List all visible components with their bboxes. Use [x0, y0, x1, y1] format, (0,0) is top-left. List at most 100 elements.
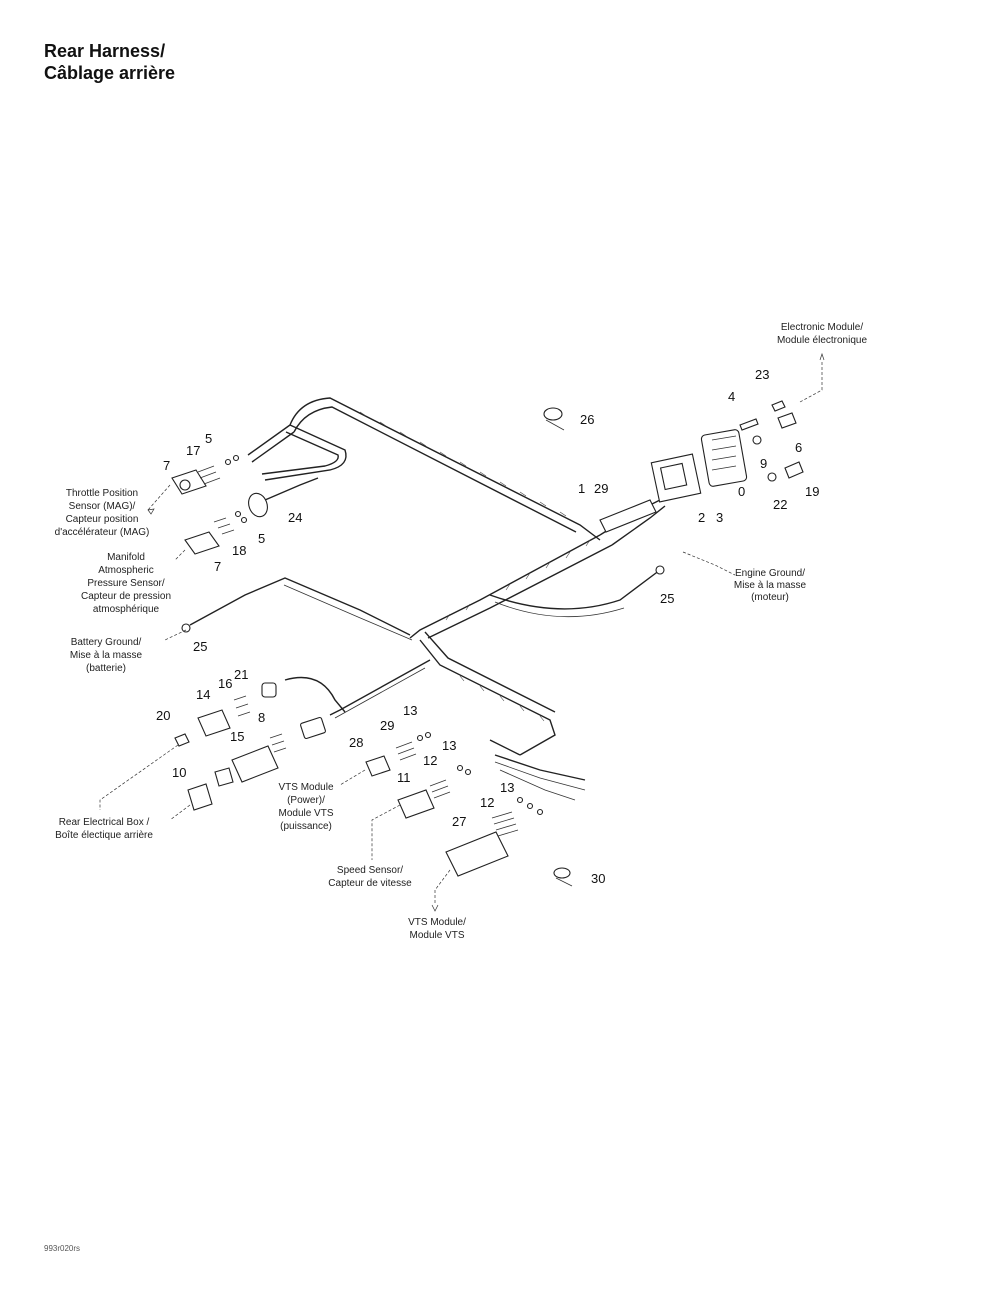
label-line: (batterie): [86, 663, 126, 674]
callout-6-right: 6: [795, 440, 802, 455]
callout-9: 9: [760, 456, 767, 471]
label-line: Rear Electrical Box /: [59, 817, 150, 828]
callout-0: 0: [738, 484, 745, 499]
label-line: atmosphérique: [93, 604, 160, 615]
callout-3: 3: [716, 510, 723, 525]
leader-lines: [99, 352, 825, 912]
terminals-29: [395, 741, 417, 761]
label-line: Capteur de pression: [81, 591, 171, 602]
label-line: Module VTS: [409, 930, 464, 941]
callout-8: 8: [258, 710, 265, 725]
callout-10: 10: [172, 765, 186, 780]
seal-22: [767, 472, 777, 482]
seal-9: [752, 435, 762, 445]
callout-24: 24: [288, 510, 302, 525]
terminals-17: [197, 465, 221, 485]
harness-main-trunk: [189, 397, 666, 801]
callout-12-b: 12: [480, 795, 494, 810]
callout-16: 16: [218, 676, 232, 691]
harness-tape-texture: [359, 411, 591, 722]
connector-19: [784, 461, 804, 479]
label-line: Capteur de vitesse: [328, 878, 412, 889]
callout-18: 18: [232, 543, 246, 558]
callout-7-bottom: 7: [214, 559, 221, 574]
label-line: Electronic Module/: [781, 322, 863, 333]
callout-28: 28: [349, 735, 363, 750]
connector-2-3: [650, 453, 702, 503]
label-rear-electrical-box: Rear Electrical Box / Boîte électique ar…: [55, 817, 153, 841]
housing-15: [231, 745, 279, 783]
callout-5-bottom: 5: [258, 531, 265, 546]
callout-26: 26: [580, 412, 594, 427]
callout-2: 2: [698, 510, 705, 525]
callout-13-c: 13: [500, 780, 514, 795]
label-line: (puissance): [280, 821, 332, 832]
terminals-16: [233, 695, 251, 717]
label-speed-sensor: Speed Sensor/ Capteur de vitesse: [328, 865, 412, 889]
label-throttle-sensor: Throttle Position Sensor (MAG)/ Capteur …: [55, 488, 150, 538]
callout-1: 1: [578, 481, 585, 496]
label-line: Throttle Position: [66, 488, 138, 499]
seals-13-c: [516, 796, 544, 816]
label-electronic-module: Electronic Module/ Module électronique: [777, 322, 867, 346]
figure-code: 993r020rs: [44, 1244, 81, 1253]
label-line: Engine Ground/: [735, 568, 805, 579]
label-line: Module électronique: [777, 335, 867, 346]
callout-5-top: 5: [205, 431, 212, 446]
terminals-18: [213, 517, 235, 535]
connector-8: [269, 733, 287, 753]
callout-14: 14: [196, 687, 210, 702]
label-line: Boîte électique arrière: [55, 830, 153, 841]
callout-4: 4: [728, 389, 735, 404]
manifold-sensor-connector-7: [184, 531, 220, 555]
cable-tie-26: [543, 407, 565, 431]
callout-27: 27: [452, 814, 466, 829]
bracket-10: [187, 783, 213, 811]
cable-tie-30: [553, 867, 573, 887]
housing-27: [445, 831, 509, 877]
electronic-module-cover: [700, 429, 748, 487]
terminal-23: [771, 400, 786, 412]
callout-12-a: 12: [423, 753, 437, 768]
housing-14: [197, 709, 231, 737]
callout-20: 20: [156, 708, 170, 723]
title-line-french: Câblage arrière: [44, 63, 176, 83]
label-vts-module: VTS Module/ Module VTS: [408, 917, 466, 941]
label-battery-ground: Battery Ground/ Mise à la masse (batteri…: [70, 637, 143, 674]
grommet-21: [261, 682, 277, 698]
callout-numbers: 1 29 2 3 4 23 9 6 22 19 26 0 5 17 7 24 5…: [156, 367, 819, 886]
bracket-box: [214, 767, 234, 787]
callout-29-bottom: 29: [380, 718, 394, 733]
label-line: Battery Ground/: [71, 637, 142, 648]
sleeve-29: [599, 499, 657, 533]
label-line: (Power)/: [287, 795, 325, 806]
ring-terminal-25-engine: [655, 565, 665, 575]
seals-5-top: [224, 454, 240, 466]
label-line: VTS Module: [278, 782, 333, 793]
callout-15: 15: [230, 729, 244, 744]
label-line: Mise à la masse: [734, 580, 807, 591]
label-vts-module-power: VTS Module (Power)/ Module VTS (puissanc…: [278, 782, 333, 832]
label-line: (moteur): [751, 592, 789, 603]
label-line: Manifold: [107, 552, 145, 563]
label-line: Sensor (MAG)/: [69, 501, 136, 512]
label-engine-ground: Engine Ground/ Mise à la masse (moteur): [734, 568, 807, 603]
ring-terminal-25-battery: [181, 623, 191, 633]
callout-11: 11: [397, 770, 411, 785]
terminals-12-a: [429, 779, 451, 799]
callout-17: 17: [186, 443, 200, 458]
callout-30: 30: [591, 871, 605, 886]
connector-8-housing: [300, 716, 326, 740]
label-line: Module VTS: [278, 808, 333, 819]
label-line: d'accélérateur (MAG): [55, 527, 150, 538]
label-line: Capteur position: [66, 514, 139, 525]
connector-24: [248, 477, 319, 518]
callout-21: 21: [234, 667, 248, 682]
callout-25-engine: 25: [660, 591, 674, 606]
label-line: VTS Module/: [408, 917, 466, 928]
label-line: Pressure Sensor/: [87, 578, 164, 589]
housing-11: [397, 789, 435, 819]
label-line: Speed Sensor/: [337, 865, 403, 876]
terminals-12-b: [491, 811, 519, 837]
